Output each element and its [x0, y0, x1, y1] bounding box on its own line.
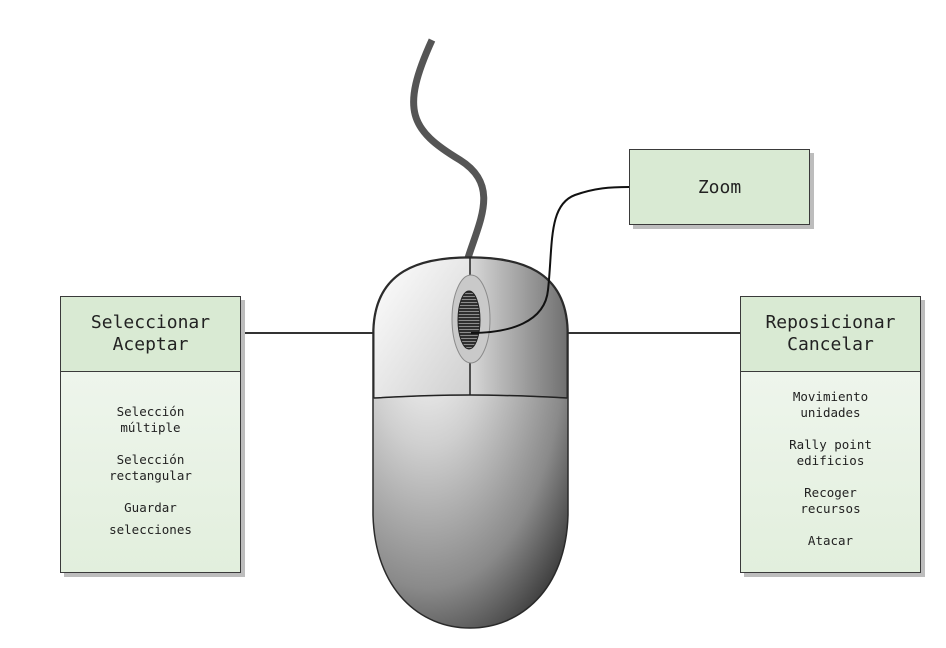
left-title-line1: Seleccionar [90, 312, 211, 333]
item-line2: recursos [800, 501, 861, 516]
zoom-label: Zoom [697, 176, 742, 198]
right-button-title: Reposicionar Cancelar [741, 297, 920, 372]
item-line1: Rally point [789, 437, 872, 452]
connector-zoom [470, 186, 630, 334]
item-line1: Selección [116, 404, 185, 419]
item-line1: Recoger [804, 485, 857, 500]
mouse-cable [410, 38, 488, 260]
item-line2: selecciones [109, 522, 192, 537]
right-button-actions: Movimiento unidades Rally point edificio… [741, 372, 920, 572]
item-line1: Selección [116, 452, 185, 467]
list-item: Atacar [808, 533, 853, 549]
item-line2: múltiple [120, 420, 181, 435]
left-title-line2: Aceptar [112, 334, 189, 355]
right-button-box: Reposicionar Cancelar Movimiento unidade… [740, 296, 921, 573]
left-button-actions: Selección múltiple Selección rectangular… [61, 372, 240, 572]
item-line2: unidades [800, 405, 861, 420]
list-item: Recoger recursos [800, 485, 860, 517]
mouse [372, 256, 569, 629]
item-line2: edificios [796, 453, 865, 468]
list-item: Selección rectangular [109, 452, 192, 484]
item-line2: rectangular [109, 468, 192, 483]
left-button-box: Seleccionar Aceptar Selección múltiple S… [60, 296, 241, 573]
right-title-line2: Cancelar [787, 334, 874, 355]
list-item: Selección múltiple [117, 404, 185, 436]
list-item: Movimiento unidades [793, 389, 868, 421]
list-item: Rally point edificios [789, 437, 872, 469]
item-line1: Atacar [807, 533, 854, 548]
scroll-wheel [457, 290, 481, 350]
zoom-box: Zoom [629, 149, 810, 225]
left-button-title: Seleccionar Aceptar [61, 297, 240, 372]
item-line1: Guardar [124, 500, 177, 515]
right-title-line1: Reposicionar [765, 312, 896, 333]
list-item: Guardar selecciones [109, 500, 192, 538]
item-line1: Movimiento [792, 389, 869, 404]
